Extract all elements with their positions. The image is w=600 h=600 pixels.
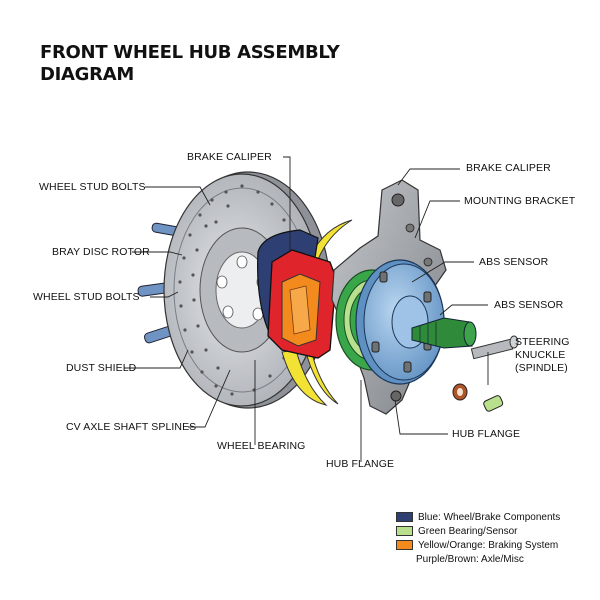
- legend-swatch-orange: [396, 540, 413, 550]
- label-brake-caliper-top: BRAKE CALIPER: [187, 151, 272, 163]
- legend-item-purple: Purple/Brown: Axle/Misc: [396, 552, 560, 566]
- steering-knuckle-line-3: (SPINDLE): [515, 362, 568, 374]
- legend-item-green: Green Bearing/Sensor: [396, 524, 560, 538]
- steering-knuckle-line-2: KNUCKLE: [515, 349, 566, 361]
- sensor-sleeve: [483, 395, 504, 412]
- label-brake-caliper-right: BRAKE CALIPER: [466, 162, 551, 174]
- label-abs-sensor-1: ABS SENSOR: [479, 256, 549, 268]
- legend-label-purple: Purple/Brown: Axle/Misc: [416, 553, 524, 565]
- lock-nut: [452, 383, 468, 401]
- label-bray-disc-rotor: BRAY DISC ROTOR: [52, 246, 150, 258]
- legend-item-orange: Yellow/Orange: Braking System: [396, 538, 560, 552]
- legend-label-blue: Blue: Wheel/Brake Components: [418, 511, 561, 523]
- leader-lines: [124, 156, 489, 462]
- steering-knuckle-line-1: STEERING: [515, 336, 570, 348]
- label-cv-axle-shaft-splines: CV AXLE SHAFT SPLINES: [66, 421, 197, 433]
- label-abs-sensor-2: ABS SENSOR: [494, 299, 564, 311]
- legend-swatch-blue: [396, 512, 413, 522]
- legend-swatch-green: [396, 526, 413, 536]
- title-line-2: DIAGRAM: [40, 64, 134, 85]
- label-mounting-bracket: MOUNTING BRACKET: [464, 195, 576, 207]
- legend-swatch-purple: [396, 555, 411, 563]
- legend-label-orange: Yellow/Orange: Braking System: [418, 539, 559, 551]
- legend-label-green: Green Bearing/Sensor: [418, 525, 518, 537]
- label-steering-knuckle: STEERING KNUCKLE (SPINDLE): [515, 336, 569, 375]
- label-hub-flange-bottom: HUB FLANGE: [326, 458, 395, 470]
- label-wheel-stud-bolts-2: WHEEL STUD BOLTS: [33, 291, 140, 303]
- title-line-1: FRONT WHEEL HUB ASSEMBLY: [40, 42, 340, 63]
- label-wheel-stud-bolts-1: WHEEL STUD BOLTS: [39, 181, 146, 193]
- color-legend: Blue: Wheel/Brake Components Green Beari…: [396, 510, 560, 566]
- diagram-title: FRONT WHEEL HUB ASSEMBLY DIAGRAM: [40, 42, 340, 86]
- red-brake-caliper: [267, 249, 337, 359]
- cv-axle-stub: [411, 317, 519, 360]
- legend-item-blue: Blue: Wheel/Brake Components: [396, 510, 560, 524]
- label-hub-flange-right: HUB FLANGE: [452, 428, 521, 440]
- label-dust-shield: DUST SHIELD: [66, 362, 137, 374]
- label-wheel-bearing: WHEEL BEARING: [217, 440, 306, 452]
